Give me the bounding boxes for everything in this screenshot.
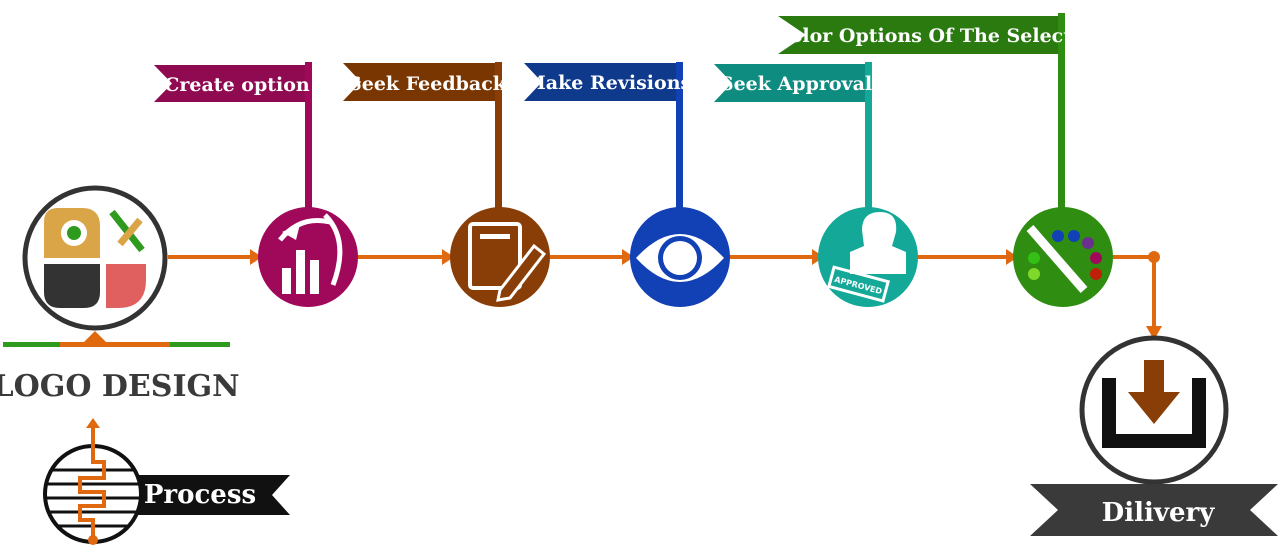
flag-seek-feedback: Seek Feedback (343, 62, 507, 212)
diagram-title: LOGO DESIGN (0, 369, 240, 404)
underline-notch (84, 331, 106, 342)
flag-label: Color Options Of The Selected (775, 25, 1098, 47)
logo-design-icon (22, 185, 168, 331)
connector-dot (1148, 251, 1160, 263)
arrow-right-icon (442, 249, 454, 265)
arrow-right-icon (250, 249, 262, 265)
seek-approval-icon: APPROVED (818, 207, 918, 307)
delivery-icon (1079, 335, 1229, 485)
flag-label: Seek Feedback (348, 73, 507, 95)
flag-label: Make Revisions (525, 72, 691, 94)
delivery-label: Dilivery (1102, 498, 1216, 528)
process-maze-icon (43, 418, 290, 545)
arrow-down-icon (1146, 326, 1162, 340)
flag-label: Seek Approval (720, 73, 872, 95)
process-label: Process (144, 480, 256, 510)
arrow-right-icon (1006, 249, 1018, 265)
delivery-ribbon (1030, 484, 1278, 536)
seek-feedback-icon (450, 207, 550, 307)
title-underline-accent (60, 342, 170, 347)
flag-color-options: Color Options Of The Selected (775, 13, 1098, 213)
flag-label: Create option (164, 74, 310, 96)
flag-seek-approval: Seek Approval (714, 62, 872, 212)
color-options-icon (1013, 207, 1113, 307)
flag-make-revisions: Make Revisions (524, 62, 691, 212)
arrow-right-icon (622, 249, 634, 265)
flag-create-option: Create option (154, 62, 312, 212)
make-revisions-icon (630, 207, 730, 307)
create-option-icon (258, 207, 358, 307)
